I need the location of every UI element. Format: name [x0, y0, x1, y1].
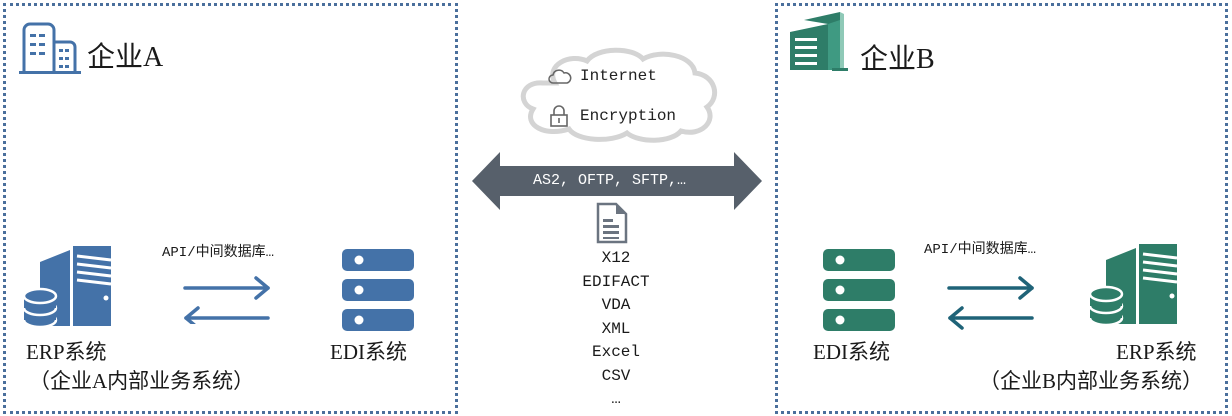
office-building-icon	[19, 22, 81, 74]
company-a-panel	[3, 3, 458, 414]
format-item: EDIFACT	[582, 272, 650, 291]
protocols-label: AS2, OFTP, SFTP,…	[533, 172, 687, 189]
format-item: XML	[601, 319, 631, 338]
company-b-title: 企业B	[860, 44, 935, 75]
skyscraper-icon	[790, 12, 848, 71]
bidirectional-sync-arrows-b	[947, 276, 1034, 330]
company-b-link-label: API/中间数据库…	[924, 242, 1037, 258]
bidirectional-sync-arrows-a	[183, 276, 270, 324]
company-a-erp-label: ERP系统	[26, 340, 107, 364]
format-item: …	[611, 390, 621, 408]
document-icon	[596, 202, 628, 244]
erp-server-icon	[22, 246, 112, 329]
company-b-erp-label: ERP系统	[1116, 340, 1197, 364]
erp-server-icon-b	[1088, 244, 1178, 327]
internet-label: Internet	[580, 67, 657, 85]
edi-server-stack-icon	[342, 249, 414, 331]
formats-list: X12 EDIFACT VDA XML Excel CSV …	[556, 247, 676, 412]
company-a-link-label: API/中间数据库…	[162, 245, 275, 261]
company-a-title: 企业A	[87, 42, 164, 73]
format-item: VDA	[601, 296, 631, 314]
protocol-double-arrow	[472, 152, 762, 210]
company-a-erp-sublabel: （企业A内部业务系统）	[29, 369, 255, 393]
company-a-edi-label: EDI系统	[330, 340, 407, 364]
company-b-erp-sublabel: （企业B内部业务系统）	[979, 369, 1204, 393]
company-b-panel	[775, 3, 1228, 414]
encryption-label: Encryption	[580, 107, 677, 125]
cloud-shape	[520, 47, 718, 143]
company-b-edi-label: EDI系统	[813, 340, 890, 364]
format-item: CSV	[601, 366, 631, 385]
cloud-icon	[548, 69, 572, 84]
edi-server-stack-icon-b	[823, 249, 895, 331]
format-item: Excel	[591, 343, 640, 361]
lock-icon	[550, 105, 568, 127]
format-item: X12	[601, 249, 631, 267]
